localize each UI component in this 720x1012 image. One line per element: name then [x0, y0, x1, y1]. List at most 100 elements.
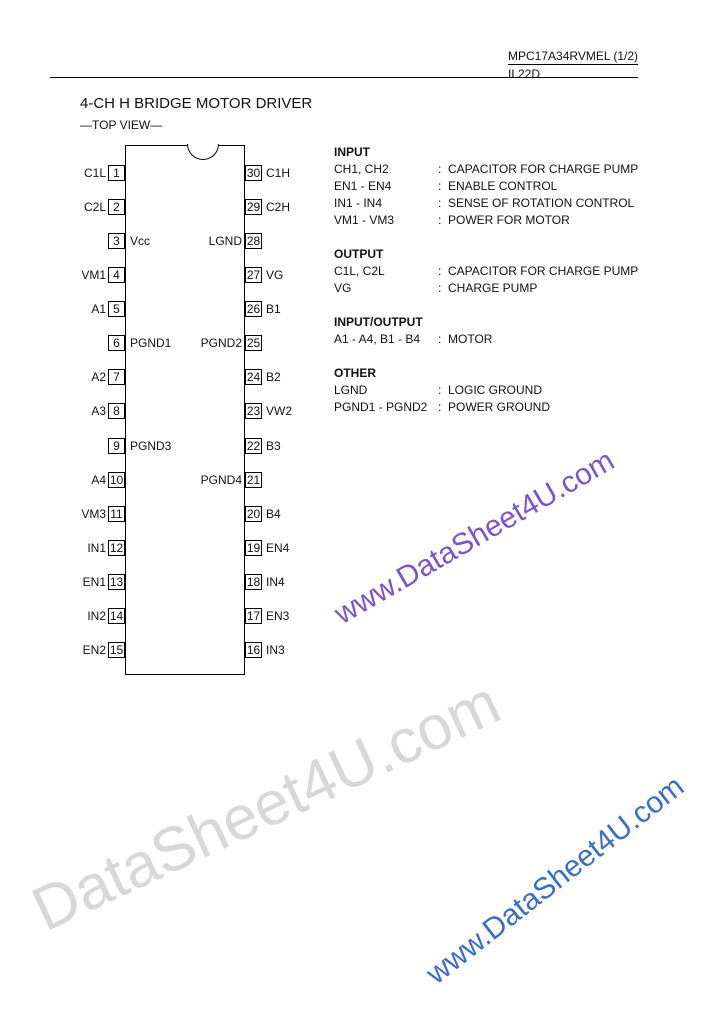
table-pin-description: POWER FOR MOTOR — [448, 213, 570, 227]
pin-number-left: 4 — [108, 267, 125, 284]
table-pin-names: A1 - A4, B1 - B4 — [334, 332, 421, 346]
pin-label-left: VM1 — [81, 268, 106, 283]
watermark-text: www.DataSheet4U.com — [420, 769, 691, 991]
table-pin-description: LOGIC GROUND — [448, 383, 543, 397]
pin-label-left: A3 — [91, 404, 106, 419]
table-separator: : — [438, 400, 442, 414]
pin-label-left: PGND3 — [130, 438, 172, 453]
table-separator: : — [438, 264, 442, 278]
table-separator: : — [438, 196, 442, 210]
pin-number-left: 9 — [108, 437, 125, 454]
pin-number-right: 18 — [245, 573, 262, 590]
pin-number-right: 27 — [245, 267, 262, 284]
table-pin-description: CHARGE PUMP — [448, 281, 538, 295]
pin-label-left: Vcc — [130, 234, 151, 249]
pin-number-left: 3 — [108, 233, 125, 250]
table-pin-description: CAPACITOR FOR CHARGE PUMP — [448, 162, 639, 176]
pin-label-right: EN3 — [266, 608, 290, 623]
table-pin-description: CAPACITOR FOR CHARGE PUMP — [448, 264, 639, 278]
table-pin-names: IN1 - IN4 — [334, 196, 383, 210]
table-separator: : — [438, 332, 442, 346]
pin-number-left: 13 — [108, 573, 125, 590]
pin-number-right: 16 — [245, 641, 262, 658]
table-pin-names: C1L, C2L — [334, 264, 385, 278]
table-separator: : — [438, 383, 442, 397]
pin-label-right: IN4 — [266, 574, 285, 589]
table-pin-names: LGND — [334, 383, 368, 397]
pin-number-left: 5 — [108, 301, 125, 318]
pin-number-right: 26 — [245, 301, 262, 318]
table-separator: : — [438, 162, 442, 176]
table-pin-description: POWER GROUND — [448, 400, 550, 414]
pin-label-left: IN1 — [87, 540, 106, 555]
pin-label-right: PGND4 — [200, 472, 242, 487]
pin-label-left: A4 — [91, 472, 106, 487]
pin-label-right: C1H — [266, 166, 291, 180]
pin-label-right: B3 — [266, 438, 281, 453]
pin-number-right: 21 — [245, 471, 262, 488]
pin-label-right: LGND — [208, 234, 242, 249]
pin-number-right: 28 — [245, 233, 262, 250]
table-pin-names: PGND1 - PGND2 — [334, 400, 428, 414]
pin-number-right: 22 — [245, 437, 262, 454]
pin-label-left: VM3 — [81, 506, 106, 521]
table-pin-description: SENSE OF ROTATION CONTROL — [448, 196, 635, 210]
pin-number-right: 24 — [245, 369, 262, 386]
pin-number-right: 29 — [245, 199, 262, 216]
pin-label-right: C2H — [266, 200, 291, 215]
pin-label-right: PGND2 — [200, 336, 242, 351]
pin-label-left: A1 — [91, 302, 106, 317]
pin-label-right: VG — [266, 268, 284, 283]
pin-number-right: 20 — [245, 505, 262, 522]
pin-number-right: 17 — [245, 607, 262, 624]
pin-number-left: 12 — [108, 539, 125, 556]
pin-label-right: B1 — [266, 302, 281, 317]
table-pin-description: ENABLE CONTROL — [448, 179, 558, 193]
page-subtitle: —TOP VIEW— — [80, 118, 163, 132]
page-title: 4-CH H BRIDGE MOTOR DRIVER — [80, 95, 313, 112]
pin-label-right: EN4 — [266, 540, 290, 555]
pin-label-left: IN2 — [87, 608, 106, 623]
table-separator: : — [438, 213, 442, 227]
table-section-heading: OUTPUT — [334, 247, 384, 261]
pin-number-left: 14 — [108, 607, 125, 624]
pin-number-right: 19 — [245, 539, 262, 556]
header-divider — [50, 77, 638, 78]
pin-label-right: VW2 — [266, 404, 293, 419]
pin-label-left: A2 — [91, 370, 106, 385]
table-section-heading: OTHER — [334, 366, 376, 380]
pin-label-left: EN1 — [82, 574, 106, 589]
pin-number-left: 2 — [108, 199, 125, 216]
table-section-heading: INPUT/OUTPUT — [334, 315, 423, 329]
table-pin-names: EN1 - EN4 — [334, 179, 392, 193]
pin-label-left: C2L — [83, 200, 106, 215]
pin-number-left: 15 — [108, 641, 125, 658]
ic-package-body — [125, 145, 245, 675]
table-section-heading: INPUT — [334, 145, 370, 159]
table-pin-names: CH1, CH2 — [334, 162, 389, 176]
pin-label-right: IN3 — [266, 642, 285, 657]
pin-label-right: B4 — [266, 506, 281, 521]
part-number: MPC17A34RVMEL (1/2) — [508, 49, 639, 65]
table-separator: : — [438, 281, 442, 295]
table-pin-description: MOTOR — [448, 332, 493, 346]
pin-label-left: EN2 — [82, 642, 106, 657]
watermark-text: www.DataSheet4U.com — [329, 443, 620, 631]
doc-code: IL22D — [508, 67, 541, 81]
pin-number-right: 23 — [245, 403, 262, 420]
pin-label-left: PGND1 — [130, 336, 172, 351]
pin-number-left: 10 — [108, 471, 125, 488]
watermark-text: DataSheet4U.com — [22, 668, 511, 945]
pin-number-right: 30 — [245, 165, 262, 181]
table-pin-names: VG — [334, 281, 352, 295]
table-pin-names: VM1 - VM3 — [334, 213, 395, 227]
pin-number-left: 1 — [108, 165, 125, 181]
pin-label-right: B2 — [266, 370, 281, 385]
table-separator: : — [438, 179, 442, 193]
pin-number-left: 6 — [108, 335, 125, 352]
pin-label-left: C1L — [83, 166, 106, 180]
pin-number-right: 25 — [245, 335, 262, 352]
pin-number-left: 11 — [108, 505, 125, 522]
pin-number-left: 7 — [108, 369, 125, 386]
